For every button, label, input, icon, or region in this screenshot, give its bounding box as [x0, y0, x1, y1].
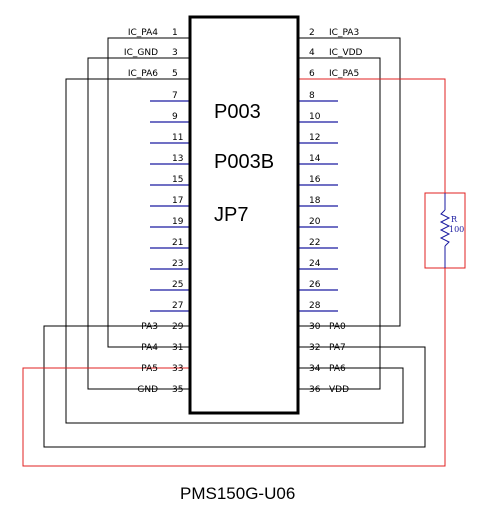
pin-signal-right: IC_PA5	[329, 69, 359, 79]
resistor: R 100	[439, 193, 464, 268]
pin-number-left: 25	[172, 280, 183, 290]
pin-number-left: 13	[172, 154, 183, 164]
pin-number-left: 11	[172, 133, 183, 143]
pin-number-right: 28	[309, 301, 321, 311]
pin-signal-left: GND	[137, 385, 158, 395]
pin-signal-left: IC_PA6	[128, 69, 158, 79]
wire-ic-pa6	[65, 78, 404, 424]
wire-ic-vdd	[298, 57, 381, 390]
pin-number-right: 32	[309, 343, 320, 353]
wire-ic-gnd	[87, 57, 190, 390]
pin-signal-left: PA5	[141, 364, 158, 374]
resistor-ref: R	[451, 215, 458, 224]
pin-number-left: 19	[172, 217, 184, 227]
pin-signal-left: IC_PA4	[128, 28, 158, 38]
pin-number-right: 14	[309, 154, 321, 164]
pin-number-right: 26	[309, 280, 321, 290]
pin-number-left: 5	[172, 69, 178, 79]
pin-signal-right: IC_PA3	[329, 28, 359, 38]
wire-ic-pa4	[107, 37, 190, 348]
pin-number-right: 8	[309, 91, 315, 101]
pin-number-left: 27	[172, 301, 183, 311]
pin-number-right: 18	[309, 196, 321, 206]
pin-number-left: 1	[172, 28, 178, 38]
pin-number-right: 2	[309, 28, 315, 38]
wire-group	[43, 37, 426, 448]
pin-number-left: 7	[172, 91, 178, 101]
pin-group: 1 IC_PA4 3 IC_GND 5 IC_PA6 7 9 11 13 15 17 19 21 23 25 2…	[124, 28, 363, 395]
pin-signal-right: PA7	[329, 343, 346, 353]
component-label-p003: P003	[214, 101, 261, 123]
pin-number-right: 36	[309, 385, 321, 395]
pin-signal-right: VDD	[329, 385, 349, 395]
resistor-value: 100	[449, 225, 464, 234]
pin-number-left: 17	[172, 196, 183, 206]
part-number-footer: PMS150G-U06	[180, 484, 295, 503]
pin-number-right: 22	[309, 238, 320, 248]
pin-signal-left: PA4	[141, 343, 158, 353]
pin-number-left: 35	[172, 385, 183, 395]
wire-pa5	[22, 268, 446, 467]
wire-ic-pa3	[298, 37, 401, 327]
pin-number-left: 15	[172, 175, 183, 185]
pin-signal-right: IC_VDD	[329, 48, 363, 58]
wire-pa3	[43, 325, 426, 448]
connector-body	[188, 15, 300, 415]
pin-number-right: 34	[309, 364, 321, 374]
pin-number-left: 29	[172, 322, 184, 332]
pin-number-right: 30	[309, 322, 321, 332]
pin-signal-left: IC_GND	[124, 48, 158, 58]
pin-number-right: 10	[309, 112, 321, 122]
pin-signal-left: PA3	[141, 322, 158, 332]
pin-number-left: 3	[172, 48, 178, 58]
component-label-p003b: P003B	[214, 151, 274, 173]
pin-signal-right: PA0	[329, 322, 346, 332]
pin-number-left: 31	[172, 343, 183, 353]
pin-signal-right: PA6	[329, 364, 346, 374]
pin-number-right: 12	[309, 133, 320, 143]
wire-ic-pa5	[298, 78, 446, 193]
pin-number-left: 23	[172, 259, 183, 269]
resistor-zigzag	[439, 209, 451, 247]
pin-number-right: 16	[309, 175, 321, 185]
pin-number-right: 4	[309, 48, 315, 58]
pin-number-right: 24	[309, 259, 321, 269]
pin-number-right: 20	[309, 217, 321, 227]
component-label-jp7: JP7	[214, 204, 248, 226]
pin-number-left: 21	[172, 238, 183, 248]
pin-number-left: 33	[172, 364, 183, 374]
pin-number-left: 9	[172, 112, 178, 122]
pin-number-right: 6	[309, 69, 315, 79]
